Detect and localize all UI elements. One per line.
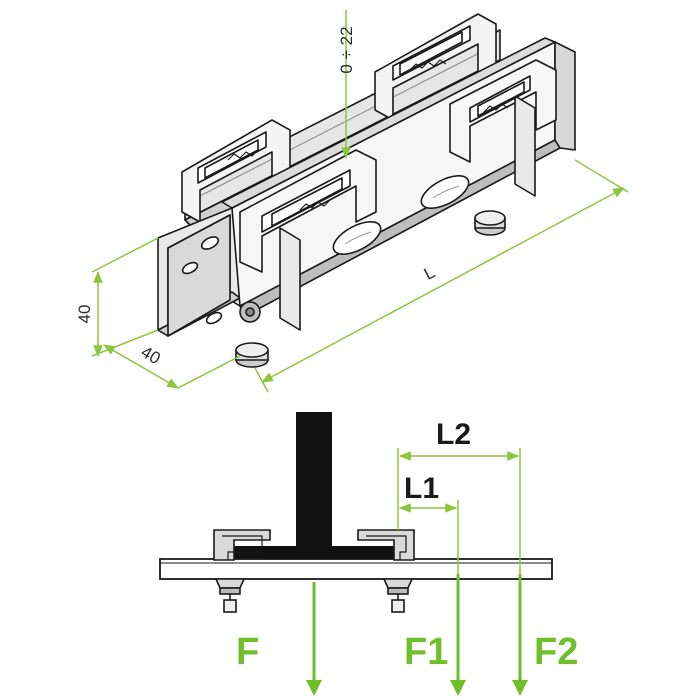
side-view-dimensions [397, 448, 521, 578]
side-clamp-left [213, 529, 271, 613]
width-label: 40 [138, 342, 164, 368]
channel-joint-illustration [157, 13, 576, 368]
force-arrows [306, 574, 528, 696]
height-label: 40 [75, 305, 94, 324]
l1-label: L1 [404, 472, 439, 505]
rear-clamp-left [181, 119, 291, 223]
bottom-nut-left [235, 342, 269, 368]
l2-label: L2 [436, 418, 471, 451]
force-f2-label: F2 [534, 631, 578, 673]
load-side-view: L2 L1 F F1 F2 [159, 412, 578, 696]
side-clamp-right [357, 529, 415, 613]
horizontal-beam [159, 558, 553, 580]
force-f-label: F [236, 631, 259, 673]
gap-label: 0 ÷ 22 [337, 26, 356, 73]
force-f1-label: F1 [404, 631, 448, 673]
bottom-nut-right [474, 210, 506, 236]
length-label: L [421, 263, 438, 284]
top-dimensions [91, 10, 629, 393]
front-clamp-right [449, 59, 557, 197]
vertical-post [296, 412, 332, 548]
post-base-plate [228, 546, 400, 560]
rear-clamp-right [374, 13, 497, 121]
